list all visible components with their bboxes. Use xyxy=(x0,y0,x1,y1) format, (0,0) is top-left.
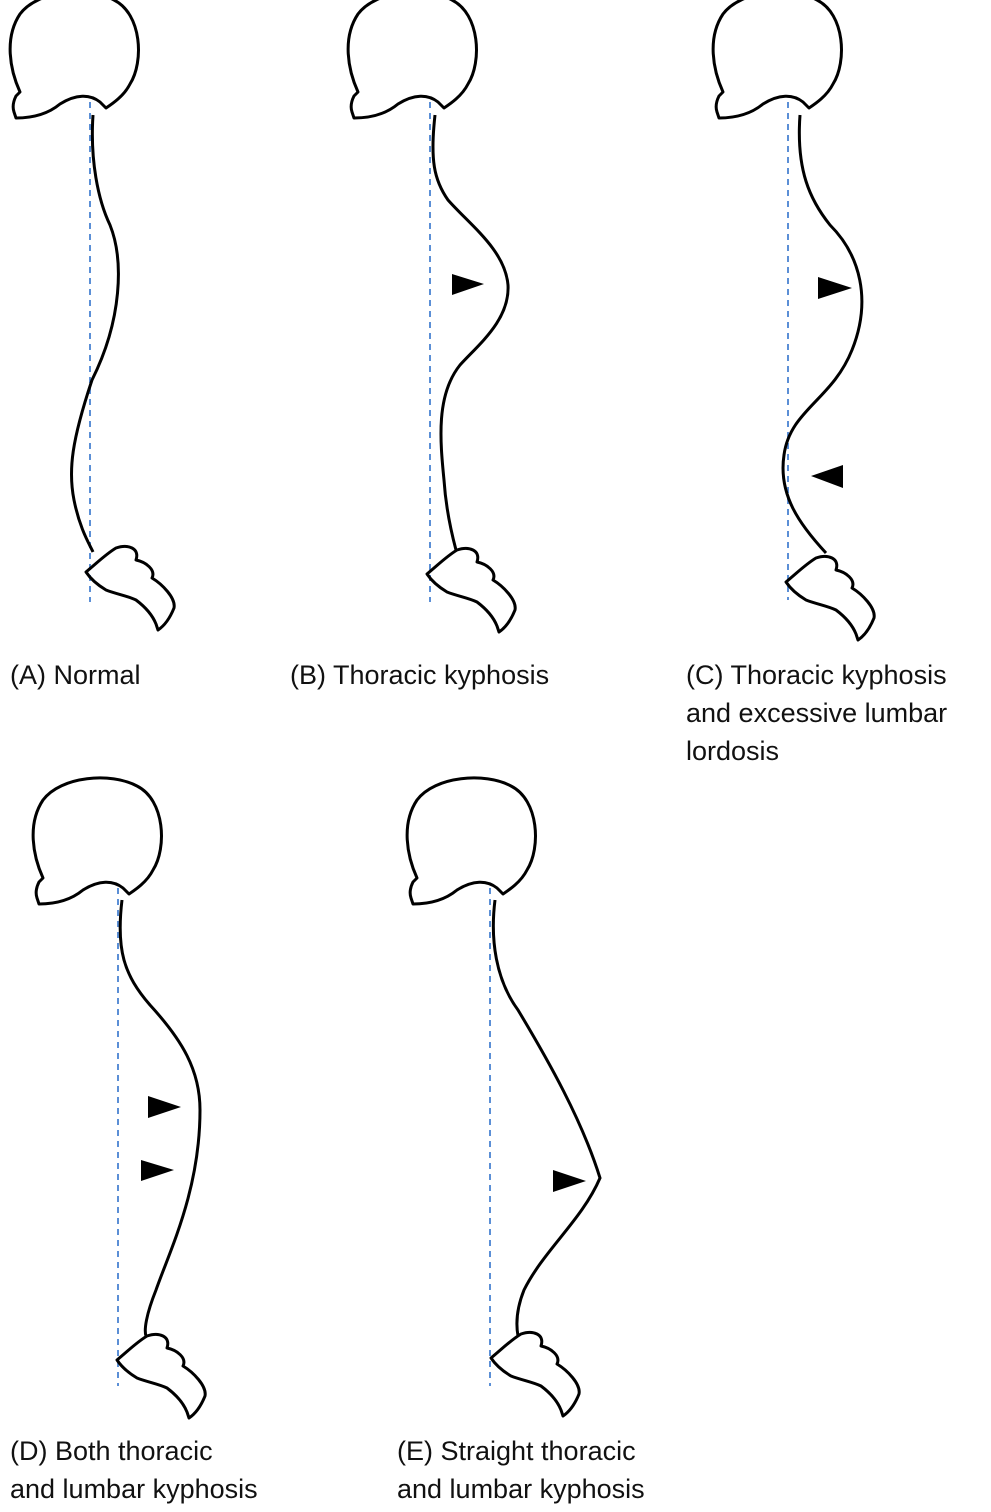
caption-line: (A) Normal xyxy=(10,656,141,694)
caption-panel-c: (C) Thoracic kyphosis and excessive lumb… xyxy=(686,656,947,770)
pelvis-icon xyxy=(491,1333,579,1417)
skull-icon xyxy=(348,0,476,118)
caption-line: (C) Thoracic kyphosis xyxy=(686,656,947,694)
skull-icon xyxy=(33,778,161,904)
pelvis-icon xyxy=(86,547,174,631)
caption-panel-e: (E) Straight thoracic and lumbar kyphosi… xyxy=(397,1432,645,1508)
caption-panel-d: (D) Both thoracic and lumbar kyphosis xyxy=(10,1432,258,1508)
caption-panel-a: (A) Normal xyxy=(10,656,141,694)
panel-b-thoracic-kyphosis xyxy=(348,0,515,632)
pelvis-icon xyxy=(117,1335,205,1419)
caption-line: (B) Thoracic kyphosis xyxy=(290,656,549,694)
skull-icon xyxy=(713,0,841,118)
arrowhead-icon xyxy=(553,1170,586,1192)
caption-panel-b: (B) Thoracic kyphosis xyxy=(290,656,549,694)
panel-e-straight-thoracic-lumbar-kyphosis xyxy=(407,778,600,1416)
arrowhead-icon xyxy=(452,274,484,295)
arrowhead-icon xyxy=(141,1160,174,1181)
spine-curve xyxy=(71,115,118,552)
spine-curve xyxy=(493,900,600,1336)
caption-line: and lumbar kyphosis xyxy=(397,1470,645,1508)
caption-line: (D) Both thoracic xyxy=(10,1432,258,1470)
caption-line: and lumbar kyphosis xyxy=(10,1470,258,1508)
skull-icon xyxy=(10,0,138,118)
panel-a-normal xyxy=(10,0,174,630)
arrowhead-icon xyxy=(148,1096,181,1118)
arrowhead-icon xyxy=(818,277,852,299)
arrowhead-icon xyxy=(811,465,843,488)
panel-d-thoracic-lumbar-kyphosis xyxy=(33,778,205,1418)
spine-curve xyxy=(120,900,200,1336)
caption-line: and excessive lumbar xyxy=(686,694,947,732)
skull-icon xyxy=(407,778,535,904)
caption-line: (E) Straight thoracic xyxy=(397,1432,645,1470)
pelvis-icon xyxy=(427,549,515,633)
caption-line: lordosis xyxy=(686,732,947,770)
pelvis-icon xyxy=(786,557,874,641)
spine-curve xyxy=(433,115,508,550)
spine-curve xyxy=(783,115,862,553)
panel-c-kyphosis-lordosis xyxy=(713,0,874,640)
